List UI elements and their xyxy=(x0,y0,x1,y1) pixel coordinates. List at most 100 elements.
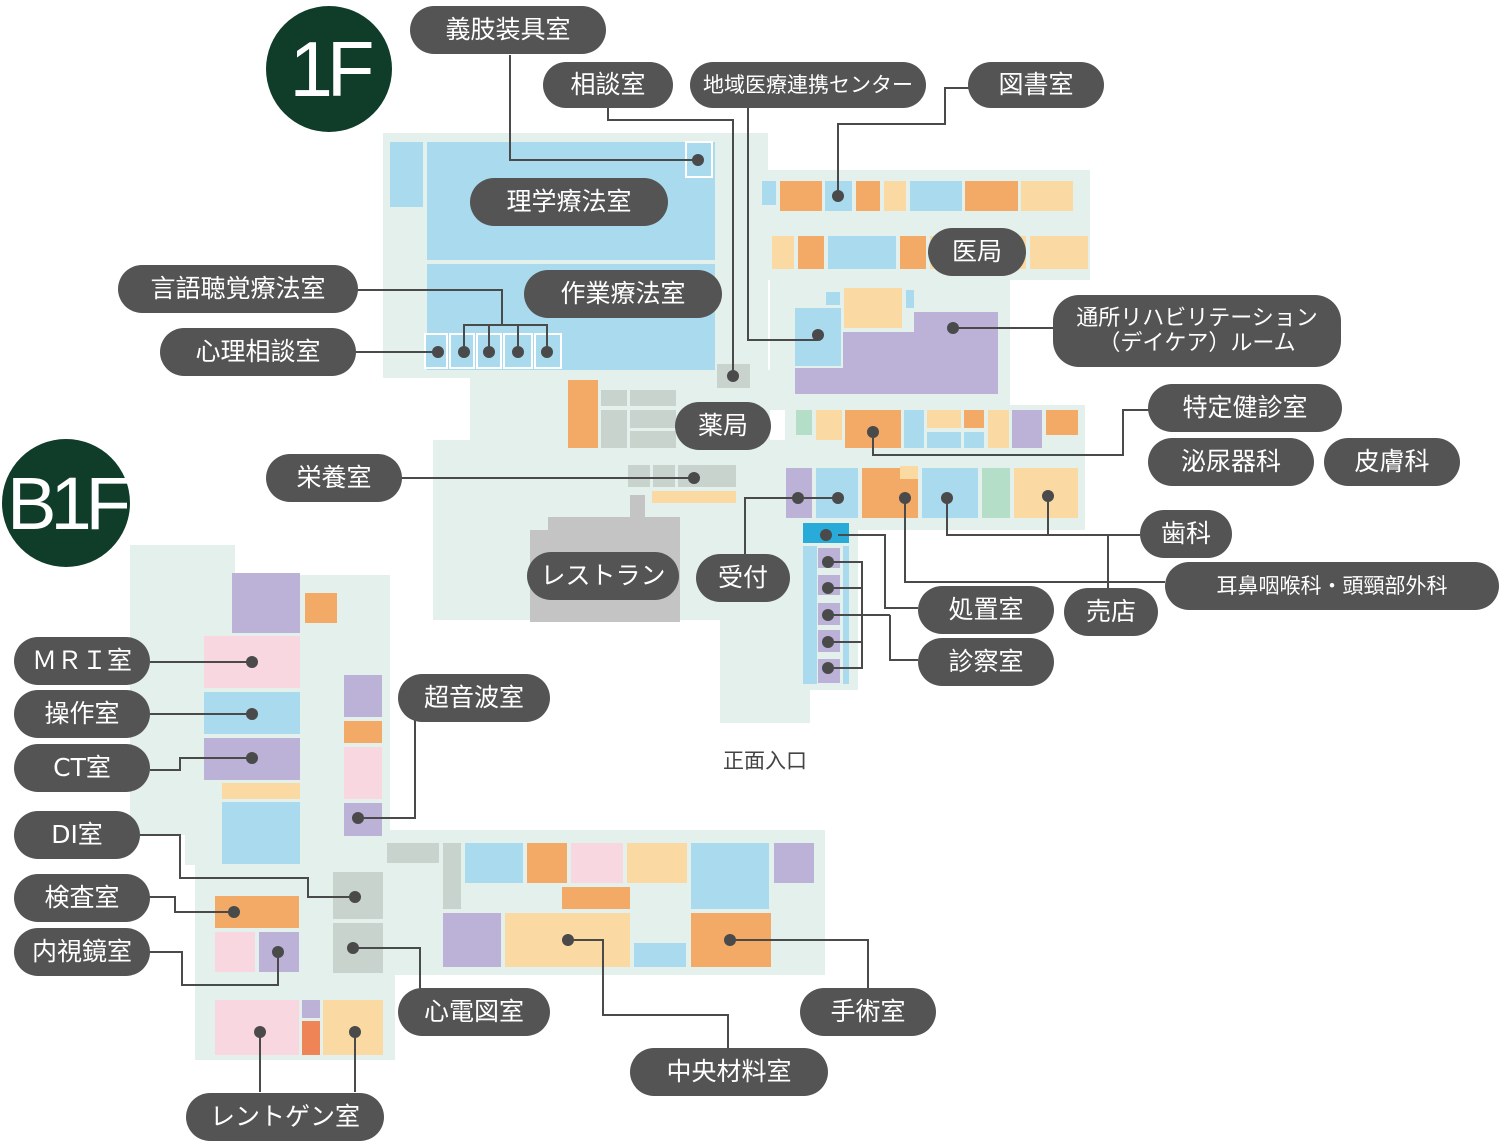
room xyxy=(387,843,439,863)
room xyxy=(772,236,794,269)
label-surgery[interactable]: 手術室 xyxy=(800,988,936,1036)
label-central-supply[interactable]: 中央材料室 xyxy=(630,1048,828,1096)
room-pharmacy xyxy=(630,431,676,448)
label-exam[interactable]: 診察室 xyxy=(918,638,1054,686)
room xyxy=(900,236,926,269)
label-ent[interactable]: 耳鼻咽喉科・頭頸部外科 xyxy=(1165,562,1499,610)
label-operation-room[interactable]: 操作室 xyxy=(14,690,150,738)
room xyxy=(653,465,675,487)
label-medical-office[interactable]: 医局 xyxy=(928,228,1026,276)
room-nutrition xyxy=(678,465,736,487)
room xyxy=(627,843,687,883)
label-regional-liaison[interactable]: 地域医療連携センター xyxy=(690,62,926,108)
room xyxy=(571,843,623,883)
room xyxy=(344,747,382,799)
room xyxy=(601,390,627,406)
room xyxy=(628,465,650,487)
label-daycare-line2: （デイケア）ルーム xyxy=(1098,331,1296,356)
room xyxy=(465,843,523,883)
room xyxy=(222,783,300,799)
room xyxy=(1021,181,1073,211)
room xyxy=(215,932,255,972)
room xyxy=(630,410,676,428)
room xyxy=(964,410,984,428)
room xyxy=(443,843,461,909)
label-library[interactable]: 図書室 xyxy=(968,62,1104,108)
label-treatment[interactable]: 処置室 xyxy=(918,586,1054,634)
label-ct[interactable]: CT室 xyxy=(14,744,150,792)
room xyxy=(982,468,1010,518)
label-nutrition[interactable]: 栄養室 xyxy=(266,454,402,502)
label-restaurant[interactable]: レストラン xyxy=(527,552,679,600)
room xyxy=(601,410,627,448)
room xyxy=(344,675,382,717)
label-shop[interactable]: 売店 xyxy=(1064,588,1158,636)
room xyxy=(884,181,906,211)
room-daycare xyxy=(795,312,998,394)
room xyxy=(344,721,382,743)
label-daycare[interactable]: 通所リハビリテーション （デイケア）ルーム xyxy=(1053,295,1341,367)
room xyxy=(527,843,567,883)
room xyxy=(856,181,880,211)
room xyxy=(562,887,630,909)
room xyxy=(302,1021,320,1055)
label-di[interactable]: DI室 xyxy=(14,811,140,859)
label-ultrasound[interactable]: 超音波室 xyxy=(398,674,550,722)
room xyxy=(302,1000,320,1018)
room xyxy=(826,292,840,305)
label-speech-therapy[interactable]: 言語聴覚療法室 xyxy=(118,265,358,313)
label-ecg[interactable]: 心電図室 xyxy=(398,988,550,1036)
room xyxy=(305,593,337,623)
room xyxy=(927,432,961,448)
room xyxy=(798,236,824,269)
room xyxy=(816,410,842,440)
room xyxy=(232,573,300,633)
room xyxy=(222,802,300,864)
room xyxy=(652,491,736,503)
room xyxy=(774,843,814,883)
label-prosthetics[interactable]: 義肢装具室 xyxy=(410,6,606,54)
label-consultation[interactable]: 相談室 xyxy=(543,62,673,108)
floor-badge-b1f: B1F xyxy=(2,439,131,567)
label-endoscopy[interactable]: 内視鏡室 xyxy=(14,928,150,976)
room xyxy=(634,943,686,967)
room xyxy=(927,410,961,428)
room xyxy=(988,410,1009,448)
room xyxy=(630,390,676,406)
label-pharmacy[interactable]: 薬局 xyxy=(675,402,771,450)
label-health-checkup[interactable]: 特定健診室 xyxy=(1148,384,1342,432)
room xyxy=(910,181,962,211)
room xyxy=(568,380,598,448)
room xyxy=(443,913,501,967)
leader-lines xyxy=(140,55,1165,1092)
room xyxy=(1030,236,1088,269)
label-xray[interactable]: レントゲン室 xyxy=(186,1093,384,1141)
room xyxy=(906,290,914,308)
label-dental[interactable]: 歯科 xyxy=(1140,510,1232,558)
room xyxy=(828,236,896,269)
label-occupational-therapy[interactable]: 作業療法室 xyxy=(524,270,722,318)
room-markers xyxy=(228,154,1054,1038)
label-psych-consult[interactable]: 心理相談室 xyxy=(160,328,356,376)
room xyxy=(844,288,902,328)
label-reception[interactable]: 受付 xyxy=(696,554,790,602)
room xyxy=(900,466,918,479)
room xyxy=(691,843,769,909)
label-dermatology[interactable]: 皮膚科 xyxy=(1324,438,1460,486)
label-urology[interactable]: 泌尿器科 xyxy=(1148,438,1314,486)
corridor xyxy=(803,546,817,684)
label-lab[interactable]: 検査室 xyxy=(14,874,150,922)
room xyxy=(1046,410,1078,435)
room xyxy=(796,410,812,435)
room-block xyxy=(390,142,423,207)
room xyxy=(762,181,776,205)
entrance-label: 正面入口 xyxy=(723,749,807,773)
floor-badge-1f: 1F xyxy=(266,6,392,132)
room xyxy=(780,181,822,211)
room xyxy=(964,432,984,448)
room xyxy=(1012,410,1042,448)
label-daycare-line1: 通所リハビリテーション xyxy=(1076,305,1318,331)
label-physical-therapy[interactable]: 理学療法室 xyxy=(470,178,668,226)
label-mri[interactable]: ＭＲＩ室 xyxy=(14,637,150,685)
